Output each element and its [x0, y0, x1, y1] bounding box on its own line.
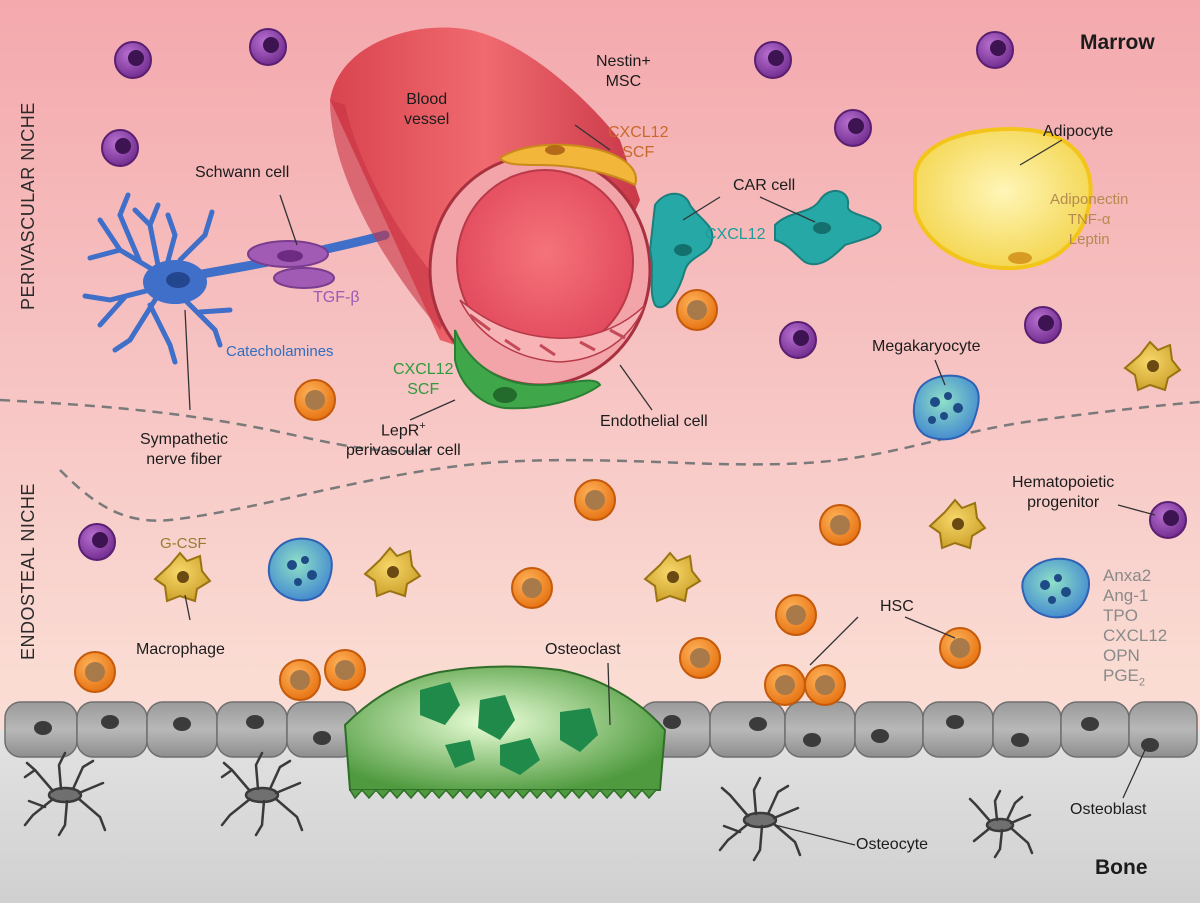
- hsc-nuclei: [85, 300, 970, 695]
- adipocyte-factor-adiponectin: Adiponectin: [1050, 191, 1129, 208]
- endosteal-factors-list: Anxa2 Ang-1 TPO CXCL12 OPN PGE2: [1103, 566, 1167, 692]
- blood-vessel-label: Blood vessel: [404, 90, 449, 130]
- lepr-cell-label-line1: LepR+: [346, 416, 461, 441]
- progenitor-nuclei: [92, 37, 1179, 548]
- endosteal-factor-opn: OPN: [1103, 646, 1140, 665]
- osteoclast-label: Osteoclast: [545, 641, 621, 658]
- hsc-label: HSC: [880, 598, 914, 615]
- sympathetic-nerve-label-line1: Sympathetic: [140, 431, 229, 448]
- catecholamines-label: Catecholamines: [226, 343, 334, 360]
- nestin-factor-cxcl12: CXCL12: [608, 124, 669, 141]
- osteocyte-cells: [23, 751, 1034, 862]
- endothelial-cell-label: Endothelial cell: [600, 413, 708, 430]
- schwann-cell: [247, 240, 335, 289]
- nestin-factor-scf: SCF: [622, 144, 655, 161]
- lepr-text: LepR: [381, 422, 420, 440]
- endosteal-factor-anxa2: Anxa2: [1103, 566, 1152, 585]
- adipocyte-label: Adipocyte: [1043, 123, 1114, 140]
- bone-label: Bone: [1095, 856, 1148, 879]
- osteoclast-cell: [343, 665, 667, 800]
- lepr-perivascular-cell: [454, 329, 602, 410]
- endosteal-factor-pge2: PGE2: [1103, 666, 1167, 692]
- osteoblast-layer: [4, 701, 1198, 758]
- megakaryocyte-nuclei: [287, 392, 1071, 604]
- perivascular-boundary-line: [0, 398, 431, 453]
- adipocyte-factors-label: Adiponectin TNF-α Leptin: [1050, 190, 1128, 250]
- nestin-msc-label: Nestin+ MSC: [596, 52, 651, 92]
- nestin-msc-label-line2: MSC: [605, 73, 642, 90]
- perivascular-niche-label: PERIVASCULAR NICHE: [18, 102, 38, 310]
- endosteal-factor-tpo: TPO: [1103, 606, 1138, 625]
- hematopoietic-progenitor-label: Hematopoietic progenitor: [1012, 473, 1114, 513]
- hematopoietic-progenitor-line1: Hematopoietic: [1012, 474, 1115, 491]
- nestin-factors-label: CXCL12 SCF: [608, 123, 668, 163]
- adipocyte-factor-tnf: TNF-α: [1067, 211, 1111, 228]
- adipocyte-cell: [913, 127, 1093, 271]
- blood-vessel-label-line2: vessel: [404, 111, 450, 128]
- adipocyte-factor-leptin: Leptin: [1068, 231, 1110, 248]
- leader-lines: [184, 124, 1156, 846]
- car-cell-label: CAR cell: [733, 177, 796, 194]
- endosteal-niche-label: ENDOSTEAL NICHE: [18, 483, 38, 660]
- lepr-factors-label: CXCL12 SCF: [393, 360, 453, 400]
- megakaryocyte-label: Megakaryocyte: [872, 338, 981, 355]
- lepr-cell-label-line2: perivascular cell: [346, 442, 461, 460]
- osteocyte-label: Osteocyte: [856, 836, 929, 853]
- gcsf-label: G-CSF: [160, 535, 207, 552]
- osteoblast-label: Osteoblast: [1070, 801, 1147, 818]
- endosteal-factor-ang1: Ang-1: [1103, 586, 1149, 605]
- osteoblast-nuclei: [34, 715, 1159, 752]
- macrophage-nuclei: [177, 360, 1159, 583]
- endosteal-boundary-line: [59, 400, 1200, 522]
- schwann-cell-label: Schwann cell: [195, 164, 290, 181]
- nestin-msc: [498, 143, 637, 187]
- sympathetic-nerve-label-line2: nerve fiber: [146, 451, 222, 468]
- lepr-superscript: +: [419, 420, 426, 432]
- blood-vessel: [330, 27, 652, 387]
- endosteal-factor-cxcl12: CXCL12: [1103, 626, 1168, 645]
- lepr-factor-scf: SCF: [407, 381, 440, 398]
- pge-text: PGE: [1103, 666, 1139, 685]
- lepr-cell-label: LepR+ perivascular cell: [346, 416, 461, 461]
- car-factor-label: CXCL12: [705, 226, 766, 243]
- tgf-beta-label: TGF-β: [313, 289, 360, 306]
- lepr-factor-cxcl12: CXCL12: [393, 361, 454, 378]
- pge-subscript: 2: [1138, 676, 1146, 689]
- hematopoietic-progenitor-line2: progenitor: [1027, 494, 1100, 511]
- macrophage-label: Macrophage: [136, 641, 225, 658]
- nestin-msc-label-line1: Nestin+: [596, 53, 651, 70]
- blood-vessel-label-line1: Blood: [406, 91, 448, 108]
- sympathetic-nerve-label: Sympathetic nerve fiber: [140, 430, 228, 470]
- marrow-label: Marrow: [1080, 31, 1155, 54]
